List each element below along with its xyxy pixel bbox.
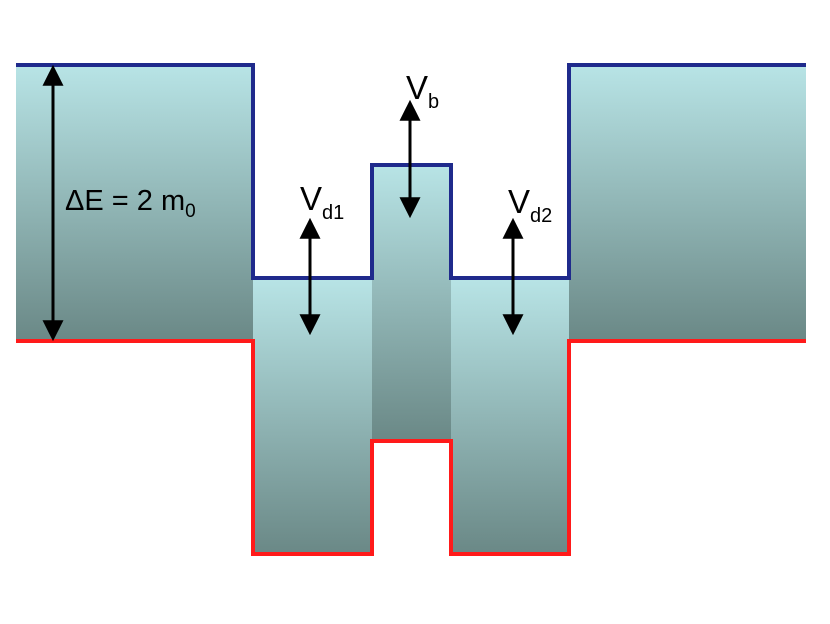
dot2-label-sub: d2	[530, 205, 552, 227]
barrier-label-main: V	[406, 69, 428, 106]
dot2-fill	[451, 278, 569, 554]
dot1-label: Vd1	[300, 180, 344, 224]
dot2-label-main: V	[508, 183, 530, 220]
dot1-label-main: V	[300, 180, 322, 217]
gap-label: ΔE = 2 m0	[65, 185, 196, 222]
right-region-fill	[569, 65, 806, 341]
gap-label-main: ΔE = 2 m	[65, 185, 185, 217]
dot2-label: Vd2	[508, 183, 552, 227]
gap-label-sub: 0	[185, 201, 196, 222]
barrier-label-sub: b	[428, 91, 439, 113]
dot1-label-sub: d1	[322, 202, 344, 224]
barrier-label: Vb	[406, 69, 439, 113]
dot1-fill	[253, 278, 372, 554]
valence-band-edge	[16, 339, 806, 556]
